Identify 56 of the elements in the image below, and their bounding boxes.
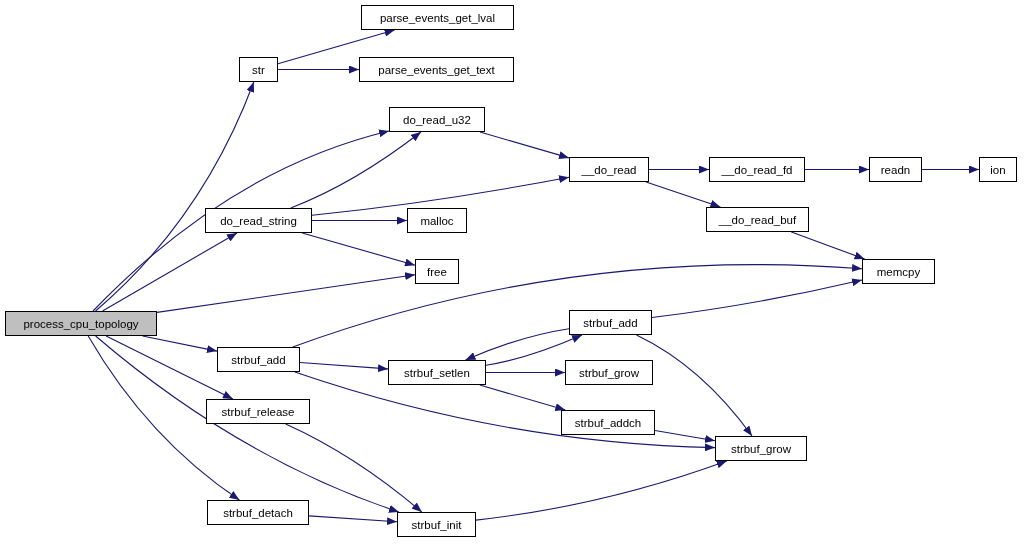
arrow <box>105 335 234 400</box>
arrow <box>101 232 238 312</box>
arrow <box>654 429 716 443</box>
arrow <box>87 335 240 501</box>
function-box: strbuf_release <box>206 399 310 424</box>
function-box: strbuf_addch <box>561 410 655 435</box>
arrow <box>95 335 400 513</box>
arrow <box>142 335 218 354</box>
function-box: free <box>415 259 459 284</box>
arrow <box>479 131 570 159</box>
arrow <box>635 334 753 437</box>
function-box: process_cpu_topology <box>5 311 157 336</box>
arrow <box>290 131 422 209</box>
arrow <box>311 216 408 225</box>
arrow <box>156 272 416 313</box>
function-box: memcpy <box>862 259 935 284</box>
function-box: parse_events_get_lval <box>361 5 514 30</box>
function-box: __do_read <box>569 157 649 182</box>
function-box: str <box>239 57 278 82</box>
arrow <box>921 165 980 174</box>
arrow <box>277 65 360 74</box>
arrow <box>804 165 870 174</box>
arrow <box>645 181 721 208</box>
arrow <box>308 515 398 526</box>
function-box: strbuf_grow <box>565 360 653 385</box>
arrow <box>485 368 566 377</box>
function-box: __do_read_buf <box>706 207 809 232</box>
function-box: strbuf_add <box>569 310 652 335</box>
arrow <box>485 334 583 366</box>
arrow <box>648 165 710 174</box>
function-box: parse_events_get_text <box>359 57 514 82</box>
arrow <box>277 28 396 65</box>
arrow <box>790 231 866 260</box>
function-box: strbuf_setlen <box>388 360 486 385</box>
arrow <box>475 460 728 521</box>
function-box: do_read_u32 <box>389 107 485 132</box>
function-box: ion <box>979 157 1017 182</box>
arrow <box>464 328 570 361</box>
arrow <box>651 278 863 319</box>
arrow <box>479 384 566 412</box>
arrow <box>95 81 255 312</box>
arrow <box>301 232 416 267</box>
arrow <box>311 175 570 216</box>
arrow <box>292 264 863 348</box>
arrow <box>92 129 390 312</box>
function-box: strbuf_init <box>397 512 476 537</box>
arrow <box>285 423 423 513</box>
arrow <box>294 371 716 452</box>
arrow <box>299 361 389 373</box>
function-box: readn <box>869 157 922 182</box>
function-box: strbuf_grow <box>715 436 807 461</box>
function-box: strbuf_add <box>217 347 300 372</box>
function-box: strbuf_detach <box>207 500 309 525</box>
function-box: malloc <box>407 208 467 233</box>
function-box: do_read_string <box>205 208 312 233</box>
function-box: __do_read_fd <box>709 157 805 182</box>
